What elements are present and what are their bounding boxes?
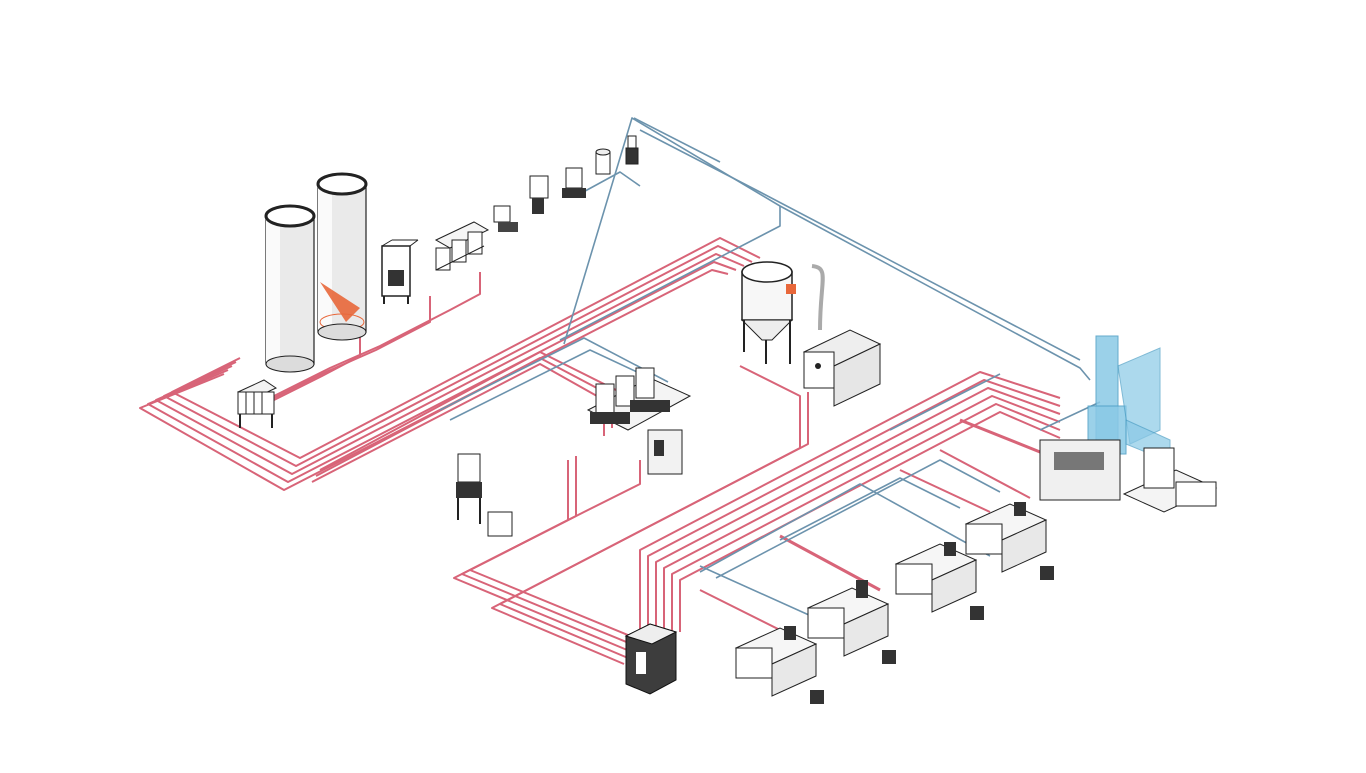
drum-unloading-station: [381, 239, 419, 304]
loader-units-top: [493, 135, 639, 232]
silo-right: [316, 172, 368, 341]
loader-unit-4: [595, 148, 611, 175]
central-control-hexagon: [624, 623, 678, 695]
injection-machine-3: [894, 542, 984, 620]
injection-machine-1: [734, 626, 824, 704]
vacuum-bundle-main: [139, 237, 761, 491]
dryer-bank: [586, 367, 692, 475]
loader-unit-3: [562, 167, 586, 198]
vacuum-bundle-silo: [261, 272, 481, 407]
bag-unloading-table: [434, 221, 490, 271]
extrusion-blown-film-tower: [1039, 335, 1171, 501]
loader-unit-5: [625, 135, 639, 165]
vacuum-manifold-rack: [236, 379, 278, 428]
loader-unit-2: [529, 175, 549, 214]
injection-machine-4: [964, 502, 1054, 580]
loader-unit-1: [493, 205, 518, 232]
dryer-control-cabinet: [802, 264, 882, 407]
vacuum-bundle-lower-right: [639, 371, 1061, 632]
small-dryer-station: [456, 453, 513, 537]
injection-machine-2: [806, 580, 896, 664]
vacuum-bundle-lower-left: [453, 365, 809, 665]
injection-machines: [734, 502, 1054, 704]
film-rolls-unit: [1122, 447, 1218, 513]
silo-flow-cone: [320, 282, 360, 322]
silo-left: [264, 204, 316, 373]
storage-silos: [264, 172, 368, 373]
central-dryer-hopper: [740, 261, 796, 364]
